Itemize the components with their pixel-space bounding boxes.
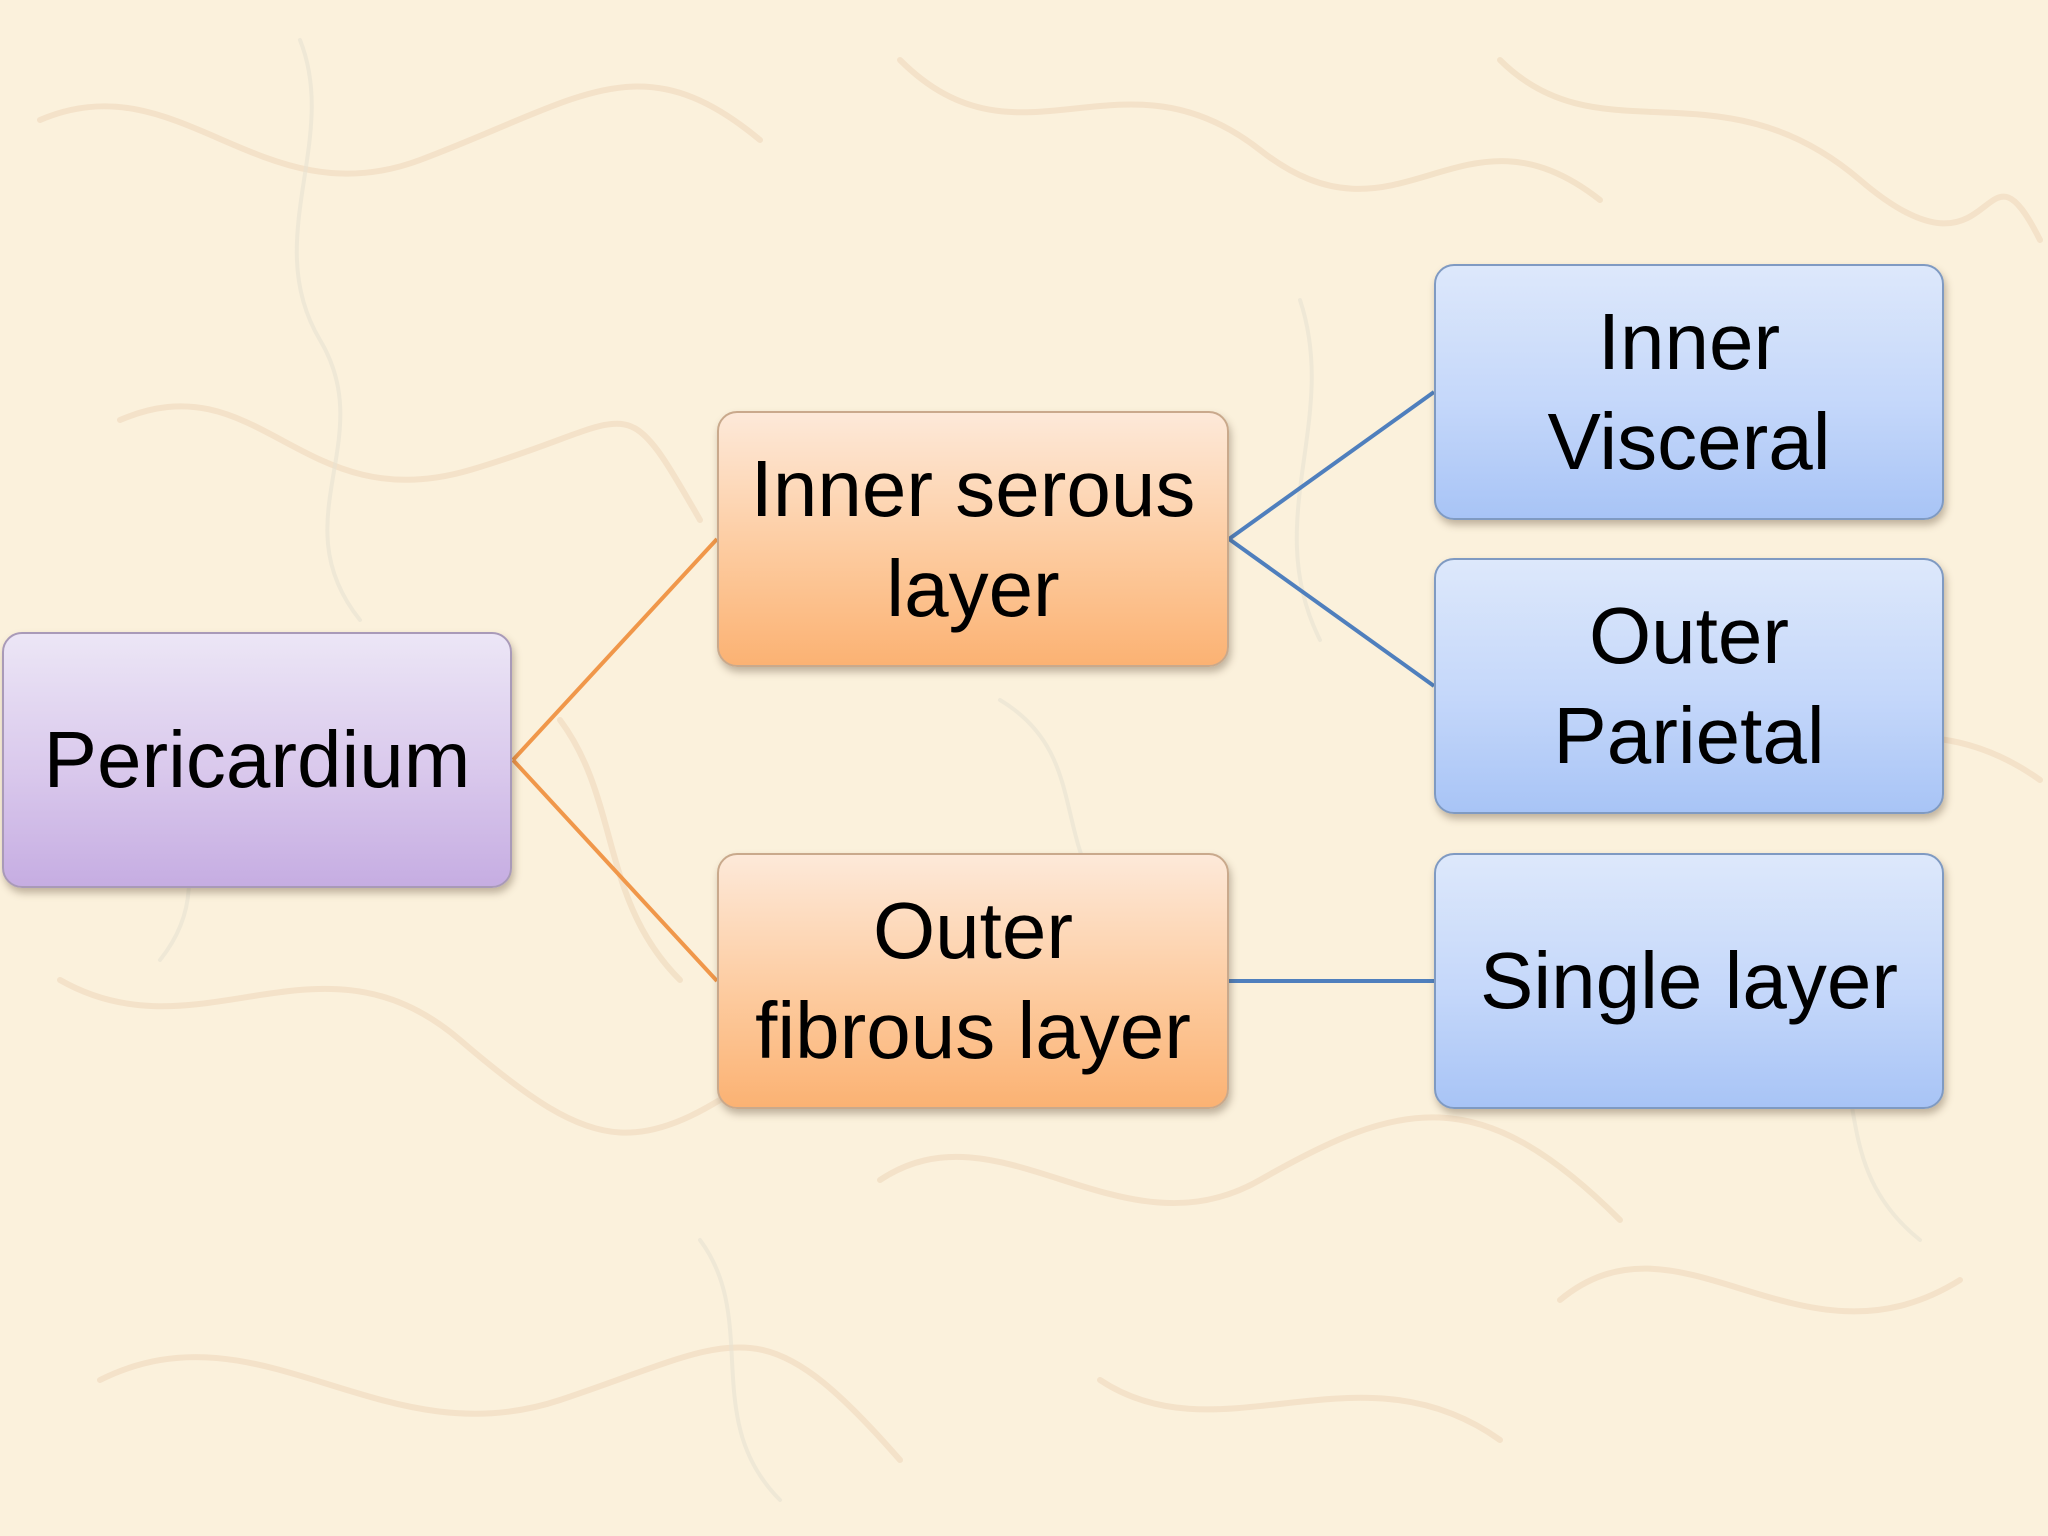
node-inner-visceral-line-2: Visceral xyxy=(1547,397,1831,486)
node-inner-serous-layer-line-1: Inner serous xyxy=(750,444,1196,533)
node-pericardium-label: Pericardium xyxy=(43,715,471,804)
node-inner-visceral-line-1: Inner xyxy=(1597,297,1781,386)
connector-root-to-fibrous xyxy=(511,758,719,983)
node-single-layer: Single layer xyxy=(1434,853,1944,1109)
connector-serous-to-parietal xyxy=(1227,537,1436,688)
node-outer-fibrous-layer-line-2: fibrous layer xyxy=(755,986,1191,1075)
node-outer-parietal-line-1: Outer xyxy=(1588,591,1790,680)
node-inner-visceral: Inner Visceral xyxy=(1434,264,1944,520)
node-inner-serous-layer-line-2: layer xyxy=(886,544,1060,633)
node-single-layer-label: Single layer xyxy=(1479,936,1898,1025)
node-pericardium: Pericardium xyxy=(2,632,512,888)
node-inner-serous-layer: Inner serous layer xyxy=(717,411,1229,667)
node-outer-parietal: Outer Parietal xyxy=(1434,558,1944,814)
node-outer-fibrous-layer: Outer fibrous layer xyxy=(717,853,1229,1109)
node-outer-fibrous-layer-line-1: Outer xyxy=(872,886,1074,975)
connector-root-to-serous xyxy=(511,537,719,762)
node-outer-parietal-line-2: Parietal xyxy=(1553,691,1825,780)
connector-serous-to-visceral xyxy=(1227,390,1436,541)
